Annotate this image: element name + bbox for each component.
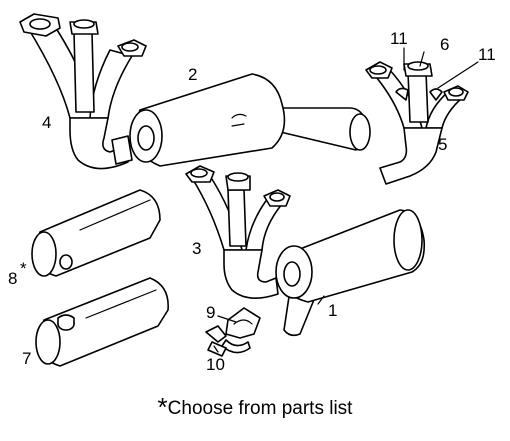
footnote-asterisk: * — [157, 392, 168, 422]
leader-1 — [317, 295, 325, 305]
callout-8: 8 — [8, 269, 17, 288]
part-4-header-manifold — [19, 13, 147, 170]
part-3-header-manifold — [185, 165, 291, 299]
part-8-silencer — [31, 189, 161, 277]
footnote: *Choose from parts list — [0, 392, 510, 423]
part-1-silencer — [275, 209, 426, 337]
callout-7: 7 — [22, 349, 31, 368]
callout-11-left: 11 — [390, 29, 408, 48]
part-2-silencer — [129, 73, 371, 167]
part-7-silencer — [35, 277, 169, 367]
footnote-text: Choose from parts list — [167, 398, 353, 419]
callout-1: 1 — [328, 301, 337, 320]
callout-11-right: 11 — [478, 45, 496, 64]
part-9-clamp — [225, 307, 261, 339]
callout-6: 6 — [440, 35, 449, 54]
part-10-bracket — [205, 325, 251, 357]
callout-5: 5 — [438, 135, 447, 154]
callout-3: 3 — [192, 239, 201, 258]
part-5-header-manifold — [365, 61, 469, 185]
callout-8-asterisk: * — [20, 259, 27, 278]
leader-lines — [213, 47, 479, 353]
callout-10: 10 — [206, 355, 225, 374]
leader-10 — [213, 345, 219, 353]
leader-11b — [437, 61, 479, 89]
callout-9: 9 — [206, 303, 215, 322]
callout-2: 2 — [188, 65, 197, 84]
callout-4: 4 — [42, 113, 51, 132]
leader-9 — [217, 315, 237, 323]
leader-6 — [419, 51, 425, 67]
